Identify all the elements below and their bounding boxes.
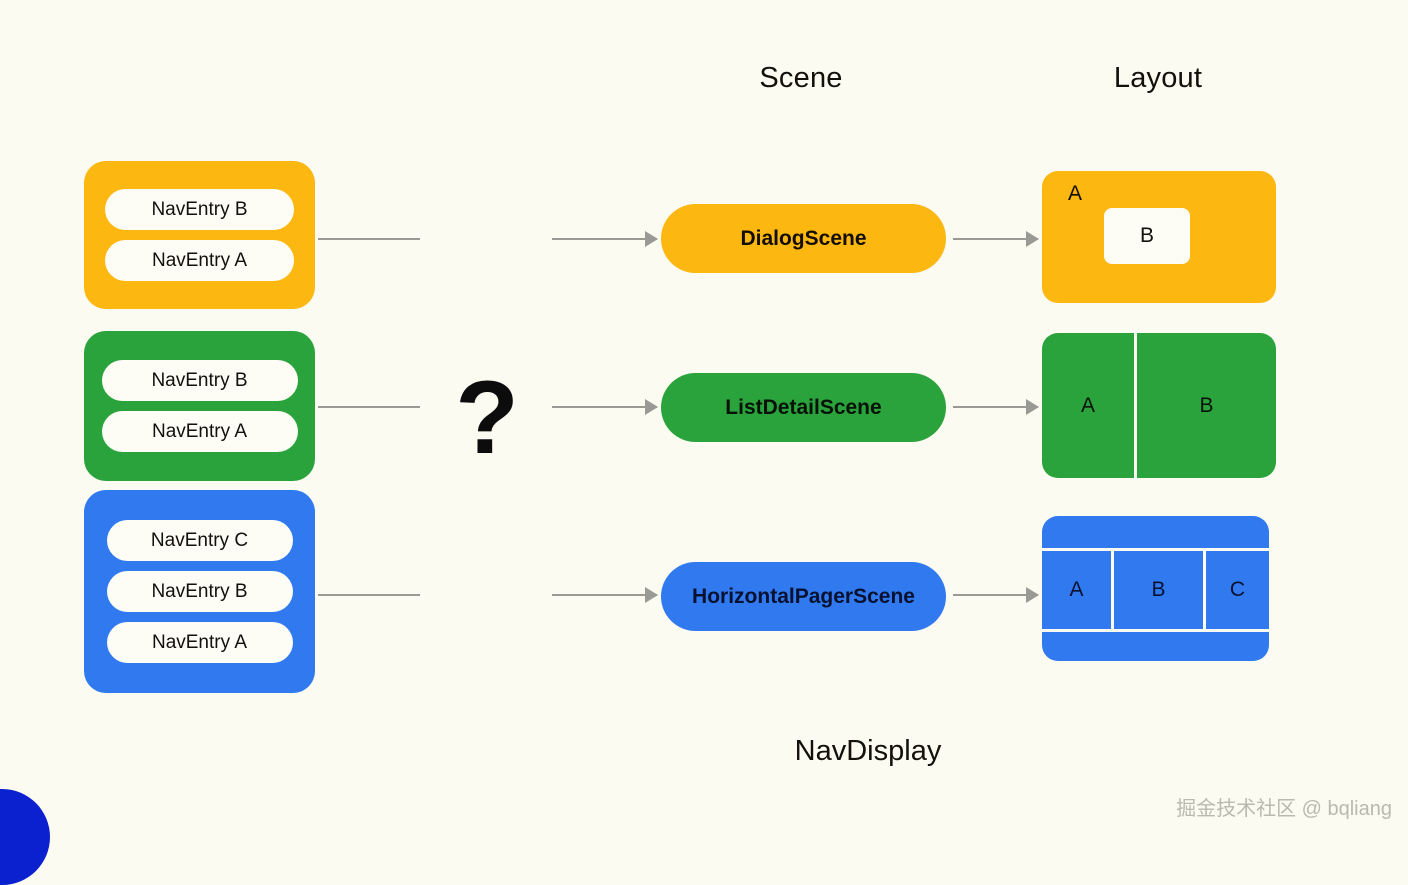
connector-arrow-question-to-scene-row1 [552, 238, 657, 240]
layout-pane-a: A [1080, 393, 1095, 417]
layout-background-label: A [1068, 182, 1083, 205]
back-stack-horizontal-pager: NavEntry C NavEntry B NavEntry A [84, 490, 315, 693]
connector-arrow-question-to-scene-row2 [552, 406, 657, 408]
nav-entry-item: NavEntry A [105, 240, 294, 281]
question-mark-icon: ? [455, 360, 519, 476]
nav-entry-item: NavEntry A [101, 411, 298, 452]
connector-line-stack-to-question-row2 [318, 406, 420, 408]
column-header-scene: Scene [759, 62, 843, 94]
layout-pane-a: A [1069, 578, 1084, 601]
scene-pill-horizontal-pager: HorizontalPagerScene [661, 562, 946, 631]
connector-arrow-scene-to-layout-row1 [953, 238, 1038, 240]
nav-entry-item: NavEntry C [106, 520, 293, 561]
layout-pane-c: C [1229, 578, 1246, 601]
scene-pill-list-detail: ListDetailScene [661, 373, 946, 442]
layout-panes-row: A B C [1042, 551, 1269, 629]
back-stack-dialog: NavEntry B NavEntry A [84, 161, 315, 309]
layout-divider-top [1042, 548, 1269, 551]
connector-line-stack-to-question-row3 [318, 594, 420, 596]
layout-bottom-strip [1042, 632, 1269, 661]
layout-divider [1111, 551, 1114, 629]
nav-entry-item: NavEntry A [106, 622, 293, 663]
layout-divider-bottom [1042, 629, 1269, 632]
layout-top-strip [1042, 516, 1269, 548]
corner-decoration [0, 789, 50, 885]
connector-arrow-scene-to-layout-row2 [953, 406, 1038, 408]
diagram-canvas: Scene Layout NavEntry B NavEntry A Dialo… [0, 0, 1408, 839]
connector-arrow-scene-to-layout-row3 [953, 594, 1038, 596]
scene-pill-label: ListDetailScene [725, 395, 882, 419]
layout-pane-b: B [1151, 578, 1166, 601]
nav-entry-item: NavEntry B [105, 189, 294, 230]
back-stack-list-detail: NavEntry B NavEntry A [84, 331, 315, 481]
watermark-text: 掘金技术社区 @ bqliang [1176, 798, 1392, 820]
nav-entry-item: NavEntry B [101, 360, 298, 401]
layout-divider [1203, 551, 1206, 629]
connector-line-stack-to-question-row1 [318, 238, 420, 240]
layout-preview-list-detail: A B [1042, 333, 1276, 478]
scene-pill-dialog: DialogScene [661, 204, 946, 273]
scene-pill-label: HorizontalPagerScene [692, 584, 915, 608]
diagram-caption: NavDisplay [794, 735, 942, 767]
layout-pane-b: B [1199, 393, 1214, 417]
layout-dialog-sheet: B [1104, 208, 1190, 264]
layout-preview-dialog: A B [1042, 171, 1276, 303]
nav-entry-item: NavEntry B [106, 571, 293, 612]
layout-divider [1134, 333, 1137, 478]
layout-preview-horizontal-pager: A B C [1042, 516, 1269, 661]
scene-pill-label: DialogScene [740, 226, 867, 250]
column-header-layout: Layout [1113, 62, 1203, 94]
connector-arrow-question-to-scene-row3 [552, 594, 657, 596]
